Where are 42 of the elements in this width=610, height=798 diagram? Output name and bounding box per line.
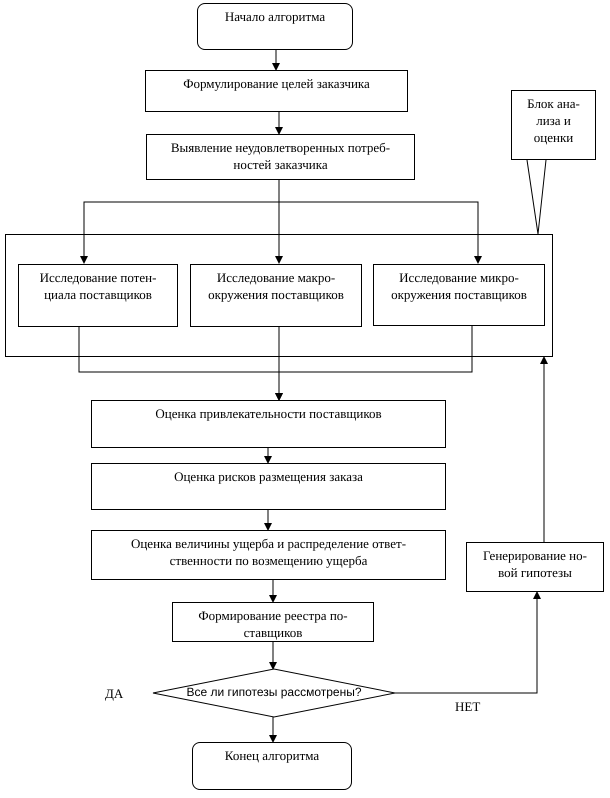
- node-text: Исследование макро- окружения поставщиков: [207, 270, 345, 304]
- node-text: Выявление неудовлетворенных потреб- ностей заказчика: [170, 140, 392, 174]
- node-text: Оценка привлекательности поставщиков: [155, 406, 382, 423]
- node-text: Блок ана- лиза и оценки: [526, 96, 581, 147]
- process-box: [145, 70, 408, 112]
- node-text: Генерирование но- вой гипотезы: [482, 548, 588, 582]
- node-text: Формулирование целей заказчика: [183, 76, 370, 93]
- process-box: [91, 530, 446, 580]
- arrow: [264, 510, 272, 531]
- process-box: [511, 90, 596, 160]
- arrow: [540, 356, 548, 542]
- node-text: Формирование реестра по- ставщиков: [197, 608, 349, 642]
- process-box: [91, 400, 446, 448]
- arrow: [278, 180, 482, 264]
- node-text: Конец алгоритма: [224, 748, 320, 765]
- terminal-box: [197, 3, 353, 50]
- node-text: Оценка рисков размещения заказа: [174, 469, 363, 486]
- process-box: [466, 542, 604, 592]
- arrow: [269, 716, 277, 743]
- process-box: [190, 264, 362, 327]
- process-box: [91, 463, 446, 510]
- edge-label: НЕТ: [455, 700, 480, 713]
- arrow: [269, 580, 277, 603]
- arrow: [269, 642, 277, 670]
- group-box: [5, 234, 553, 357]
- node-text: Исследование потен- циала поставщиков: [38, 270, 158, 304]
- decision-diamond: [153, 669, 395, 717]
- node-text: Все ли гипотезы рассмотрены?: [186, 685, 362, 701]
- arrow: [275, 112, 283, 135]
- arrow: [264, 448, 272, 464]
- process-box: [18, 264, 178, 327]
- arrow: [275, 324, 472, 401]
- arrow: [394, 591, 541, 694]
- process-box: [146, 134, 415, 180]
- node-text: Оценка величины ущерба и распределение ответ- ственности по возмещению ущерба: [130, 536, 408, 570]
- branch-label: ДА: [105, 687, 124, 700]
- terminal-box: [192, 742, 352, 790]
- node-text: Исследование микро- окружения поставщиков: [390, 270, 528, 304]
- process-box: [373, 264, 545, 326]
- process-box: [172, 602, 374, 642]
- node-text: Начало алгоритма: [224, 9, 326, 26]
- arrow: [272, 50, 280, 71]
